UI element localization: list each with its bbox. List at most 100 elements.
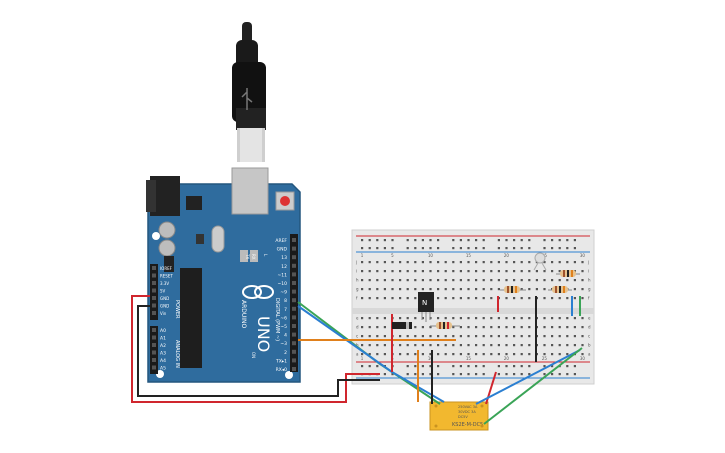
digital-pin[interactable] bbox=[292, 349, 296, 354]
power-pin[interactable] bbox=[152, 288, 156, 293]
brand-text: ARDUINO bbox=[240, 300, 247, 329]
power-pin-label: GND bbox=[160, 304, 169, 309]
power-pin[interactable] bbox=[152, 311, 156, 315]
center-channel bbox=[352, 308, 594, 314]
analog-pin-label: A0 bbox=[160, 328, 166, 334]
model-text: UNO bbox=[254, 316, 273, 352]
column-number: 1 bbox=[361, 253, 364, 258]
row-letter: c bbox=[588, 334, 590, 339]
reset-button[interactable] bbox=[275, 191, 295, 211]
digital-pin-label: ~10 bbox=[278, 281, 288, 287]
row-letter: g bbox=[356, 287, 359, 292]
row-letter: f bbox=[356, 296, 358, 301]
power-pin[interactable] bbox=[152, 273, 156, 278]
row-letter: g bbox=[588, 287, 591, 292]
relay-rating-2: 30VDC 3A bbox=[458, 410, 476, 414]
row-letter: f bbox=[588, 296, 590, 301]
digital-pin[interactable] bbox=[292, 306, 296, 311]
power-pin[interactable] bbox=[152, 281, 156, 285]
analog-pin[interactable] bbox=[152, 343, 156, 347]
digital-pin-label: ~5 bbox=[280, 324, 287, 330]
row-letter: b bbox=[356, 343, 359, 348]
row-letter: d bbox=[356, 325, 359, 330]
digital-pin-label: RX◂0 bbox=[276, 367, 287, 373]
wire-blue-relay[interactable] bbox=[475, 349, 581, 405]
wires[interactable] bbox=[131, 295, 583, 425]
digital-pin-label: 7 bbox=[284, 307, 287, 313]
power-pin-label: 5V bbox=[160, 289, 166, 294]
row-letter: b bbox=[588, 343, 591, 348]
row-letter: i bbox=[356, 269, 357, 274]
digital-pin[interactable] bbox=[292, 315, 296, 320]
digital-pin[interactable] bbox=[292, 238, 296, 242]
analog-pin-label: A5 bbox=[160, 366, 166, 372]
resistor-base[interactable] bbox=[430, 322, 460, 329]
led-indicator[interactable] bbox=[533, 252, 547, 271]
resistor-1[interactable] bbox=[500, 286, 526, 293]
digital-pin[interactable] bbox=[292, 298, 296, 303]
column-number: 1 bbox=[361, 356, 364, 361]
power-pin[interactable] bbox=[152, 266, 156, 270]
analog-pin-label: A2 bbox=[160, 343, 166, 349]
digital-pin-label: 12 bbox=[281, 264, 287, 270]
column-number: 10 bbox=[428, 253, 434, 258]
row-letter: h bbox=[588, 278, 591, 283]
digital-pin[interactable] bbox=[292, 332, 296, 337]
digital-pin[interactable] bbox=[292, 263, 296, 268]
column-number: 5 bbox=[391, 253, 394, 258]
analog-pin[interactable] bbox=[152, 335, 156, 340]
digital-pin-label: TX▸1 bbox=[275, 358, 287, 364]
digital-pin[interactable] bbox=[292, 255, 296, 260]
transistor-label: N bbox=[422, 299, 427, 307]
column-number: 20 bbox=[504, 253, 510, 258]
wire-5v-red[interactable] bbox=[131, 295, 380, 403]
digital-pin-label: ~9 bbox=[280, 290, 287, 296]
digital-pin[interactable] bbox=[292, 246, 296, 251]
digital-pin[interactable] bbox=[292, 341, 296, 346]
column-number: 15 bbox=[466, 356, 472, 361]
relay-name: KS2E-M-DC5 bbox=[452, 422, 483, 428]
on-label: ON bbox=[251, 352, 256, 358]
wire-gnd-black[interactable] bbox=[137, 305, 380, 397]
power-pin-label: 3.3V bbox=[160, 281, 169, 286]
digital-pin[interactable] bbox=[292, 358, 296, 363]
column-number: 15 bbox=[466, 253, 472, 258]
power-pin[interactable] bbox=[152, 296, 156, 300]
analog-pin[interactable] bbox=[152, 328, 156, 332]
digital-header bbox=[290, 234, 298, 372]
analog-pin[interactable] bbox=[152, 358, 156, 362]
row-letter: d bbox=[588, 325, 591, 330]
analog-pin[interactable] bbox=[152, 365, 156, 370]
wire-green-relay[interactable] bbox=[483, 347, 583, 425]
row-letter: h bbox=[356, 278, 359, 283]
digital-pin[interactable] bbox=[292, 272, 296, 277]
digital-pin[interactable] bbox=[292, 289, 296, 294]
column-number: 30 bbox=[580, 356, 586, 361]
row-letter: j bbox=[355, 260, 357, 265]
power-label: POWER bbox=[174, 300, 180, 319]
row-letter: c bbox=[356, 334, 358, 339]
digital-pin[interactable] bbox=[292, 367, 296, 371]
relay[interactable]: KS2E-M-DC5 250VAC 3A 30VDC 3A DC5V bbox=[429, 401, 489, 431]
analog-header bbox=[150, 326, 158, 374]
resistor-3[interactable] bbox=[556, 270, 580, 277]
row-letter: e bbox=[356, 316, 359, 321]
analog-pin-label: A1 bbox=[160, 336, 166, 342]
row-letter: j bbox=[587, 260, 589, 265]
column-number: 10 bbox=[428, 356, 434, 361]
power-pin[interactable] bbox=[152, 303, 156, 308]
npn-transistor[interactable]: N bbox=[418, 292, 434, 322]
digital-pin[interactable] bbox=[292, 324, 296, 328]
digital-pin-label: AREF bbox=[275, 238, 287, 244]
analog-pin[interactable] bbox=[152, 350, 156, 355]
diode[interactable] bbox=[392, 322, 412, 329]
resistor-2[interactable] bbox=[548, 286, 572, 293]
digital-pin[interactable] bbox=[292, 281, 296, 285]
atmega-chip bbox=[180, 268, 202, 368]
arduino-uno-board[interactable]: ARDUINO UNO DIGITAL (PWM ~) POWER ANALOG… bbox=[146, 167, 301, 383]
row-letter: e bbox=[588, 316, 591, 321]
analog-pin-label: A3 bbox=[160, 351, 166, 357]
